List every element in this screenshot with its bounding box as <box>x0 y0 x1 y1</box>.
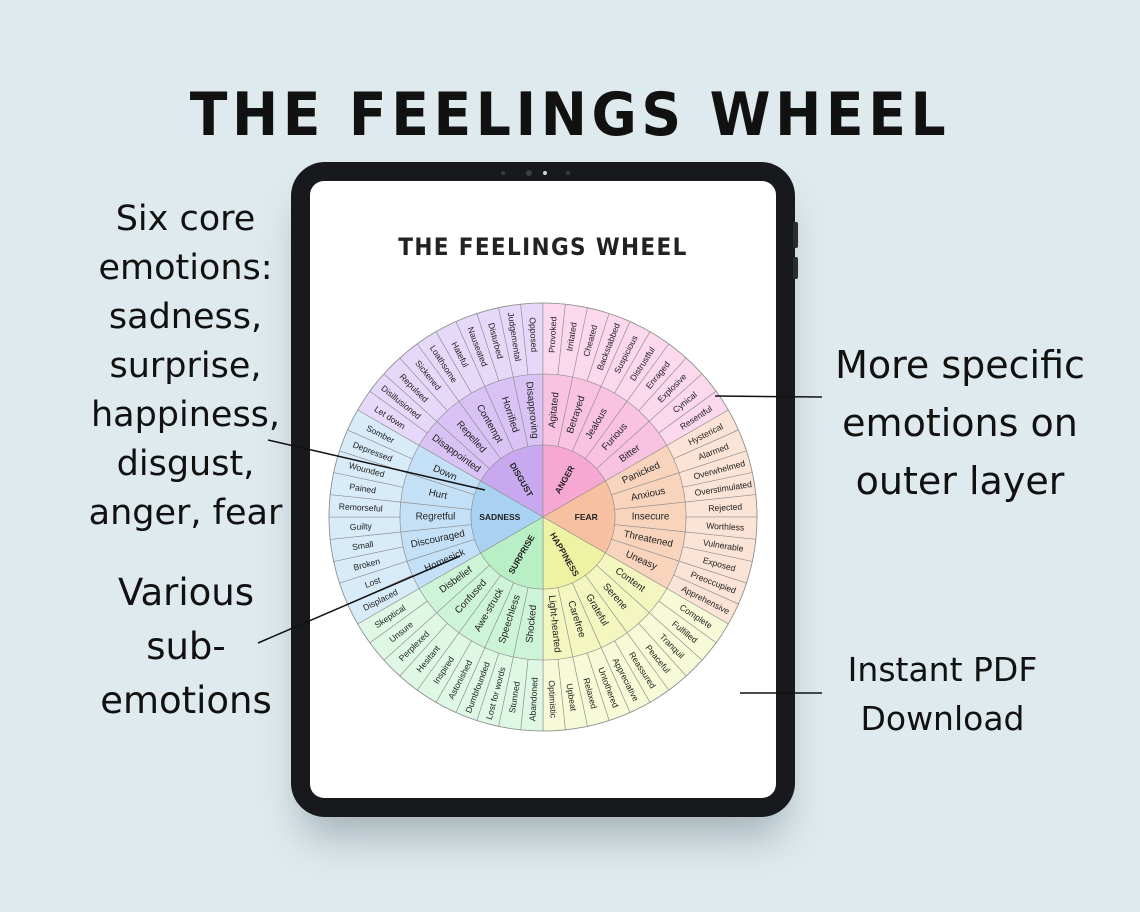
note-line: sadness, <box>108 297 263 337</box>
note-line: Six core <box>115 199 256 239</box>
outer-layer-note: More specific emotions on outer layer <box>810 336 1110 510</box>
core-emotions-note: Six core emotions: sadness, surprise, ha… <box>78 195 293 538</box>
outer-emotion-label: Stunned <box>507 680 522 713</box>
sub-emotions-note: Various sub- emotions <box>70 566 302 728</box>
outer-emotion-label: Small <box>351 539 374 552</box>
outer-emotion-label: Abandoned <box>527 677 539 722</box>
mid-emotion-label: Regretful <box>416 512 456 523</box>
outer-emotion-label: Rejected <box>708 502 743 514</box>
note-line: emotions: <box>98 248 273 288</box>
outer-emotion-label: Irritated <box>564 321 578 352</box>
core-emotion-cell <box>542 480 616 554</box>
note-line: More specific <box>835 343 1085 387</box>
core-emotion-cell <box>542 444 606 518</box>
mid-emotion-label: Insecure <box>632 512 670 523</box>
feelings-wheel: Let downDisillusionedRepulsedSickenedLoa… <box>328 302 758 732</box>
pdf-download-note: Instant PDF Download <box>815 645 1070 743</box>
worksheet-title: THE FEELINGS WHEEL <box>398 233 688 261</box>
note-line: Various <box>118 571 254 614</box>
outer-emotion-label: Remorseful <box>339 501 383 513</box>
note-line: sub- <box>146 625 226 668</box>
outer-emotion-label: Provoked <box>547 316 559 353</box>
core-emotion-cell <box>480 516 544 590</box>
note-line: emotions <box>100 679 272 722</box>
core-emotion-cell <box>542 516 606 590</box>
note-line: emotions on <box>842 401 1078 445</box>
core-emotion-label: SADNESS <box>479 512 520 522</box>
outer-emotion-label: Guilty <box>350 521 373 532</box>
note-line: disgust, <box>116 444 255 484</box>
core-emotion-label: FEAR <box>575 512 598 522</box>
wheel-outline <box>328 302 758 732</box>
outer-emotion-label: Optimistic <box>547 680 559 719</box>
note-line: happiness, <box>90 395 281 435</box>
mid-emotion-label: Hurt <box>428 487 449 502</box>
note-line: Instant PDF <box>847 650 1038 689</box>
note-line: surprise, <box>109 346 262 386</box>
mid-emotion-label: Shocked <box>524 604 539 643</box>
tablet-side-button <box>793 222 798 248</box>
outer-emotion-label: Upbeat <box>564 683 578 713</box>
note-line: outer layer <box>855 459 1065 503</box>
note-line: anger, fear <box>88 493 283 533</box>
main-title: THE FEELINGS WHEEL <box>189 80 951 150</box>
tablet-side-button <box>793 257 798 279</box>
camera-icon <box>491 168 591 178</box>
outer-emotion-label: Worthless <box>706 521 745 533</box>
note-line: Download <box>860 699 1025 738</box>
mid-emotion-label: Agitated <box>547 392 562 429</box>
outer-emotion-label: Opposed <box>528 317 540 353</box>
